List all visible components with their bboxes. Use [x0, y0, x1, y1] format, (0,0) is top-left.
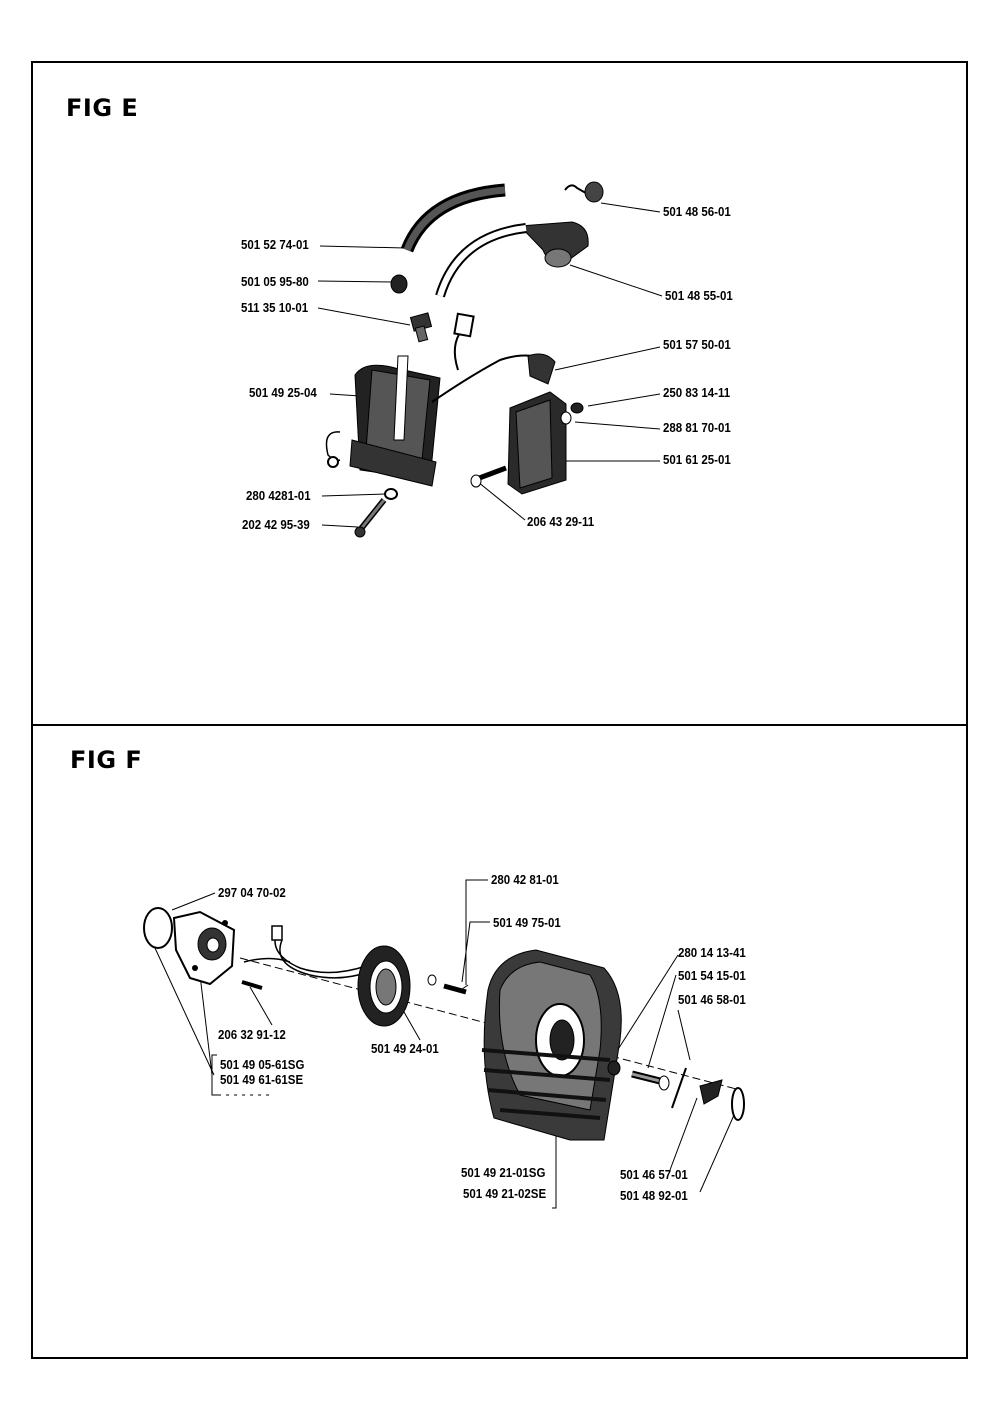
part-number-label: 501 46 58-01	[678, 993, 746, 1007]
leader-line	[191, 1027, 215, 1076]
part-number-label: 501 57 50-01	[663, 338, 731, 352]
part-number-label: 501 49 21-02SE	[463, 1187, 547, 1201]
leader-line	[609, 954, 679, 1063]
figure-divider	[31, 724, 968, 726]
leader-line	[669, 1097, 698, 1171]
leader-line	[317, 280, 396, 283]
part-number-label: 501 48 92-01	[620, 1189, 688, 1203]
o-ring-drawing	[143, 907, 173, 949]
leader-line	[477, 481, 526, 521]
part-number-label: 501 49 25-04	[249, 386, 317, 400]
stator-drawing	[357, 945, 411, 1027]
leader-line	[587, 393, 661, 407]
ignition-module-drawing	[507, 391, 584, 495]
part-number-label: 288 81 70-01	[663, 421, 731, 435]
page-frame	[31, 61, 968, 1359]
part-number-label: 280 42 81-01	[491, 873, 559, 887]
part-number-label: 501 61 25-01	[663, 453, 731, 467]
leader-line	[154, 947, 193, 1029]
leader-line	[465, 879, 488, 985]
part-number-label: 501 49 75-01	[493, 916, 561, 930]
part-number-label: 280 4281-01	[246, 489, 311, 503]
fig-e-title: FIG E	[66, 94, 139, 122]
part-number-label: 501 54 15-01	[678, 969, 746, 983]
leader-line	[647, 974, 677, 1069]
washer-drawing	[427, 974, 437, 986]
part-number-label: 501 52 74-01	[241, 238, 309, 252]
part-number-label: 501 49 24-01	[371, 1042, 439, 1056]
leader-line	[249, 986, 273, 1026]
fig-f-title: FIG F	[70, 746, 143, 774]
spring-drawing	[731, 1087, 745, 1121]
leader-line	[211, 1054, 218, 1096]
ignition-coil-drawing	[325, 355, 441, 487]
part-number-label: 501 48 56-01	[663, 205, 731, 219]
part-number-label: 511 35 10-01	[241, 301, 309, 315]
part-number-label: 501 48 55-01	[665, 289, 733, 303]
part-number-label: 250 83 14-11	[663, 386, 731, 400]
leader-line	[554, 346, 661, 371]
leader-line	[321, 493, 386, 497]
part-number-label: 206 32 91-12	[218, 1028, 286, 1042]
flywheel-drawing	[481, 949, 622, 1141]
leader-line	[317, 307, 411, 326]
washer-drawing	[607, 1060, 621, 1076]
nut-drawing	[390, 274, 408, 294]
screw-drawing	[409, 312, 433, 343]
part-number-label: 202 42 95-39	[242, 518, 310, 532]
leader-line	[171, 892, 216, 911]
part-number-label: 501 05 95-80	[241, 275, 309, 289]
leader-line	[321, 524, 359, 528]
bolt-drawing	[443, 983, 467, 995]
pawl-drawing	[699, 1079, 723, 1105]
bottom-screws-drawing	[354, 465, 507, 538]
terminal-cap-drawing	[527, 353, 556, 385]
leader-line	[569, 264, 663, 297]
bearing-housing-drawing	[172, 910, 236, 986]
leader-line	[199, 974, 213, 1076]
leader-line	[677, 1009, 691, 1061]
part-number-label: 501 49 05-61SG	[220, 1058, 305, 1072]
part-number-label: 206 43 29-11	[527, 515, 595, 529]
stator-wires-drawing	[243, 925, 369, 979]
leader-line	[319, 245, 406, 249]
spark-plug-cap-drawing	[518, 181, 604, 268]
part-number-label: 280 14 13-41	[678, 946, 746, 960]
leader-line	[329, 393, 361, 397]
leader-line	[461, 921, 490, 983]
part-number-label: 501 49 21-01SG	[461, 1166, 546, 1180]
pin-drawing	[671, 1067, 687, 1109]
part-number-label: 501 49 61-61SE	[220, 1073, 304, 1087]
screw-drawing	[241, 980, 263, 990]
part-number-label: 501 46 57-01	[620, 1168, 688, 1182]
part-number-label: 297 04 70-02	[218, 886, 286, 900]
leader-line	[600, 202, 661, 213]
leader-line	[699, 1105, 739, 1193]
leader-line	[574, 421, 661, 430]
